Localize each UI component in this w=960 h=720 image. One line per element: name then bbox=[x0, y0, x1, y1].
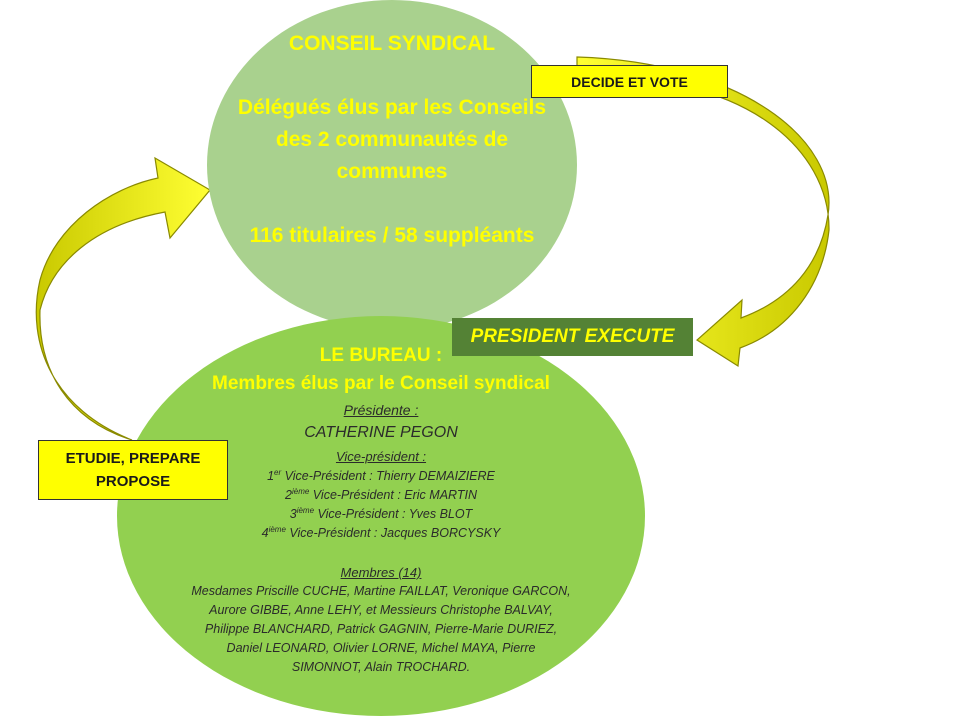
presidente-name: CATHERINE PEGON bbox=[304, 424, 458, 441]
decide-label-text: DECIDE ET VOTE bbox=[571, 73, 688, 90]
vice-president-2: 2ième Vice-Président : Eric MARTIN bbox=[160, 487, 602, 502]
right-curved-arrow bbox=[576, 56, 830, 368]
vp-text: Vice-Président : Jacques BORCYSKY bbox=[285, 526, 501, 541]
vp-ordinal: ième bbox=[268, 525, 286, 534]
conseil-title: CONSEIL SYNDICAL bbox=[288, 32, 496, 55]
members-line-1: Mesdames Priscille CUCHE, Martine FAILLA… bbox=[191, 584, 571, 598]
vp-ordinal: er bbox=[274, 468, 282, 477]
vp-number: 2 bbox=[285, 488, 292, 503]
conseil-subtitle-line2: des 2 communautés de bbox=[275, 128, 509, 151]
conseil-members-count: 116 titulaires / 58 suppléants bbox=[249, 224, 535, 247]
members-line-3: Philippe BLANCHARD, Patrick GAGNIN, Pier… bbox=[204, 622, 558, 636]
vice-president-3: 3ième Vice-Président : Yves BLOT bbox=[160, 506, 602, 521]
bureau-subtitle: Membres élus par le Conseil syndical bbox=[212, 373, 550, 394]
vp-text: Vice-Président : Thierry DEMAIZIERE bbox=[281, 469, 495, 484]
vp-number: 1 bbox=[267, 469, 275, 484]
members-line-2: Aurore GIBBE, Anne LEHY, et Messieurs Ch… bbox=[209, 603, 553, 617]
etudie-label-line2: PROPOSE bbox=[95, 473, 171, 490]
vp-text: Vice-Président : Yves BLOT bbox=[314, 507, 473, 522]
conseil-subtitle-line3: communes bbox=[336, 160, 448, 183]
vice-president-1: 1er Vice-Président : Thierry DEMAIZIERE bbox=[160, 468, 602, 483]
vp-text: Vice-Président : Eric MARTIN bbox=[309, 488, 477, 503]
vice-president-label: Vice-président : bbox=[335, 449, 427, 464]
left-curved-arrow bbox=[35, 156, 211, 441]
conseil-syndical-ellipse bbox=[207, 0, 577, 330]
etudie-label-line1: ETUDIE, PREPARE bbox=[65, 450, 201, 467]
decide-et-vote-label: DECIDE ET VOTE bbox=[531, 65, 728, 98]
vp-ordinal: ième bbox=[296, 506, 315, 515]
members-line-4: Daniel LEONARD, Olivier LORNE, Michel MA… bbox=[226, 641, 536, 655]
members-label: Membres (14) bbox=[340, 565, 422, 580]
president-execute-label: PRESIDENT EXECUTE bbox=[452, 318, 693, 356]
etudie-prepare-propose-label: ETUDIE, PREPARE PROPOSE bbox=[38, 440, 228, 500]
vp-ordinal: ième bbox=[291, 487, 310, 496]
vp-number: 3 bbox=[289, 507, 297, 522]
members-line-5: SIMONNOT, Alain TROCHARD. bbox=[291, 660, 471, 674]
conseil-subtitle-line1: Délégués élus par les Conseils bbox=[237, 96, 547, 119]
president-label-text: PRESIDENT EXECUTE bbox=[470, 326, 675, 347]
vice-president-4: 4ième Vice-Président : Jacques BORCYSKY bbox=[160, 525, 602, 540]
presidente-label: Présidente : bbox=[343, 402, 419, 418]
vp-number: 4 bbox=[261, 526, 269, 541]
bureau-title: LE BUREAU : bbox=[319, 345, 443, 366]
bureau-ellipse bbox=[117, 316, 645, 716]
